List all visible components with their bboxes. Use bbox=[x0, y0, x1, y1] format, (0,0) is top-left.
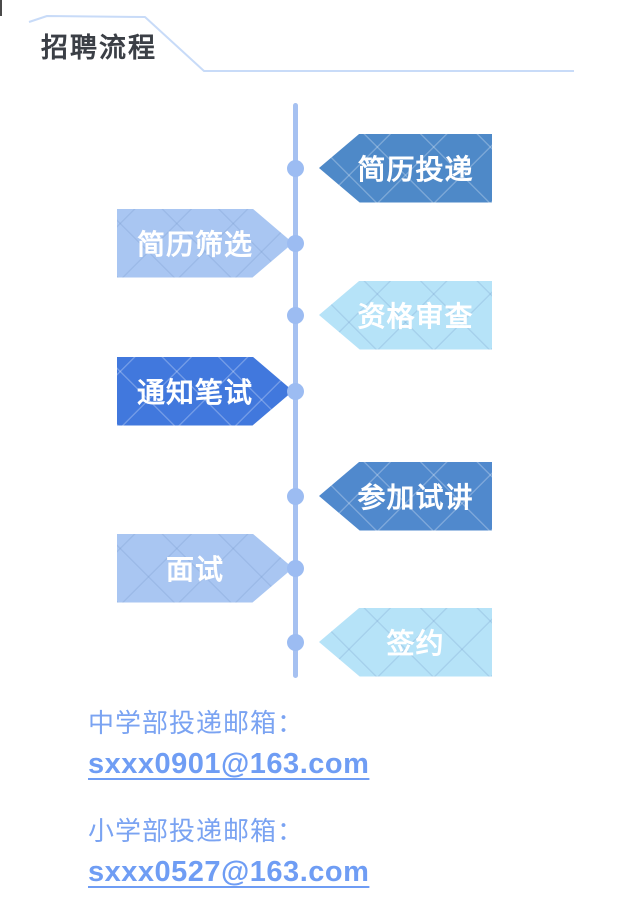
timeline-step-label: 资格审查 bbox=[357, 301, 474, 332]
page-edge-mark bbox=[0, 0, 2, 16]
timeline-step-label: 通知笔试 bbox=[136, 377, 253, 408]
timeline-dot bbox=[287, 559, 304, 577]
timeline-step-banner: 签约 bbox=[319, 607, 492, 677]
page-title: 招聘流程 bbox=[41, 33, 157, 63]
timeline-step-label: 简历筛选 bbox=[136, 229, 253, 260]
timeline-dot bbox=[287, 487, 304, 505]
email-link-middle-school[interactable]: sxxx0901@163.com bbox=[88, 748, 370, 780]
timeline-step-label: 面试 bbox=[165, 554, 224, 585]
timeline-step-banner: 资格审查 bbox=[319, 280, 492, 350]
timeline-step-label: 签约 bbox=[386, 628, 445, 659]
timeline-dot bbox=[287, 633, 304, 651]
timeline-step-label: 简历投递 bbox=[357, 154, 474, 185]
recruitment-timeline: 简历投递简历筛选资格审查通知笔试参加试讲面试签约 bbox=[117, 103, 492, 678]
timeline-dot bbox=[287, 306, 304, 324]
timeline-dot bbox=[287, 234, 304, 252]
header-decor-line bbox=[28, 15, 574, 72]
timeline-step-banner: 参加试讲 bbox=[319, 461, 492, 531]
contact-label-middle-school: 中学部投递邮箱： bbox=[88, 708, 305, 738]
timeline-step-label: 参加试讲 bbox=[357, 482, 474, 513]
timeline-dot bbox=[287, 382, 304, 400]
timeline-step-banner: 通知笔试 bbox=[117, 356, 293, 426]
email-link-primary-school[interactable]: sxxx0527@163.com bbox=[88, 856, 370, 888]
contact-label-primary-school: 小学部投递邮箱： bbox=[88, 816, 305, 846]
timeline-step-banner: 简历投递 bbox=[319, 133, 492, 203]
header-decor-path bbox=[28, 15, 574, 72]
timeline-step-banner: 简历筛选 bbox=[117, 208, 293, 278]
timeline-step-banner: 面试 bbox=[117, 533, 293, 603]
timeline-dot bbox=[287, 159, 304, 177]
